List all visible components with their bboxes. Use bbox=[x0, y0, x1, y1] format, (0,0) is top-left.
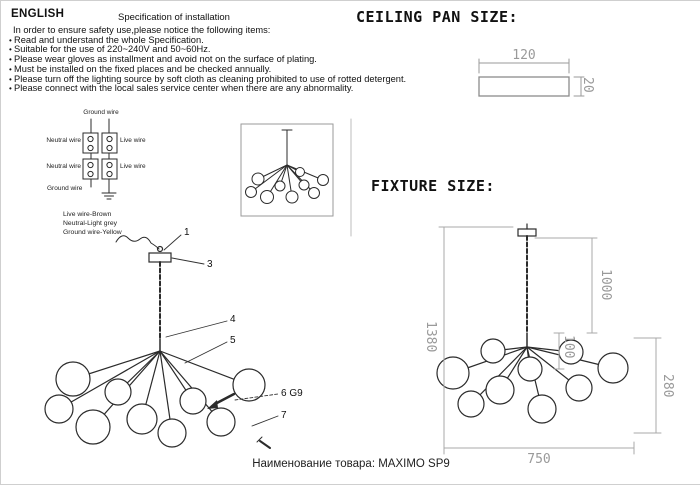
wiring-label-ground-bottom: Ground wire bbox=[47, 185, 83, 192]
spec-item: Please wear gloves as installment and av… bbox=[9, 54, 354, 65]
dim-total-height: 1380 bbox=[423, 321, 438, 353]
wiring-legend-live: Live wire-Brown bbox=[63, 211, 112, 218]
ceiling-pan-size-heading: CEILING PAN SIZE: bbox=[356, 8, 519, 26]
spec-item: Please connect with the local sales serv… bbox=[9, 84, 354, 94]
spec-item: Please turn off the lighting source by s… bbox=[9, 74, 406, 85]
fixture-dimension-drawing bbox=[436, 223, 662, 455]
callout-5: 5 bbox=[230, 335, 236, 346]
wiring-terminal-diagram bbox=[82, 118, 160, 250]
installation-spec: In order to ensure safety use,please not… bbox=[9, 25, 406, 94]
wiring-label-ground-top: Ground wire bbox=[83, 109, 119, 116]
wiring-label-neutral-upper: Neutral wire bbox=[46, 137, 81, 144]
callout-6-g9: 6 G9 bbox=[281, 388, 303, 399]
spec-item: Suitable for the use of 220~240V and 50~… bbox=[9, 45, 354, 55]
dim-pan-width: 120 bbox=[512, 48, 536, 63]
mini-fixture-thumbnail bbox=[240, 123, 334, 217]
callout-7: 7 bbox=[281, 410, 287, 421]
product-name: Наименование товара: MAXIMO SP9 bbox=[252, 458, 450, 470]
wiring-label-live-upper: Live wire bbox=[120, 137, 146, 144]
exploded-fixture-drawing bbox=[44, 234, 279, 449]
spec-item: Must be installed on the fixed places an… bbox=[9, 64, 354, 75]
dim-body-height: 280 bbox=[660, 374, 675, 398]
spec-intro: In order to ensure safety use,please not… bbox=[13, 25, 271, 35]
dim-body-width: 750 bbox=[527, 452, 551, 467]
language-label: ENGLISH bbox=[11, 8, 65, 20]
dim-pan-height: 20 bbox=[580, 77, 595, 93]
callout-1: 1 bbox=[184, 227, 190, 238]
spec-title: Specification of installation bbox=[118, 12, 230, 23]
fixture-size-heading: FIXTURE SIZE: bbox=[371, 177, 495, 195]
spec-item: Read and understand the whole Specificat… bbox=[9, 35, 354, 46]
callout-3: 3 bbox=[207, 259, 213, 270]
callout-4: 4 bbox=[230, 314, 236, 325]
ceiling-pan-drawing bbox=[478, 58, 585, 97]
wiring-legend-ground: Ground wire-Yellow bbox=[63, 229, 122, 236]
wiring-label-neutral-lower: Neutral wire bbox=[46, 163, 81, 170]
wiring-label-live-lower: Live wire bbox=[120, 163, 146, 170]
dim-stem: 100 bbox=[561, 335, 576, 359]
wiring-legend-neutral: Neutral-Light grey bbox=[63, 220, 118, 227]
dim-chain-length: 1000 bbox=[598, 269, 613, 301]
